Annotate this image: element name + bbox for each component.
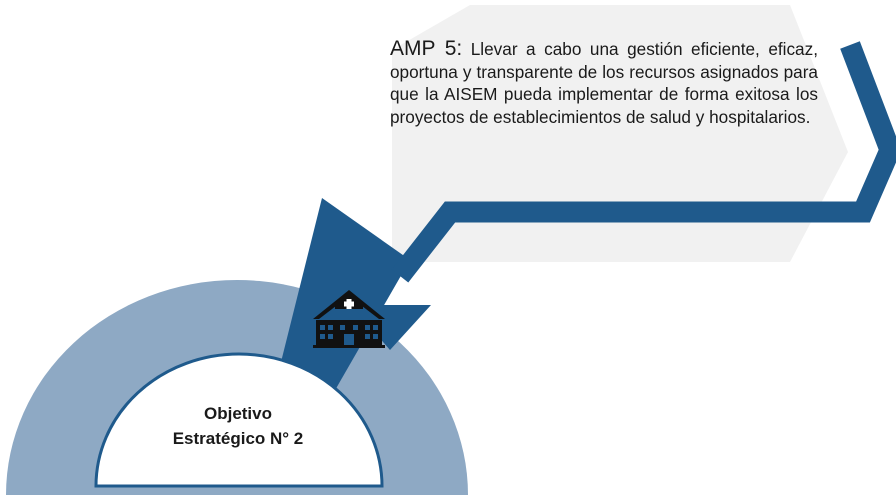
connector-arrowhead bbox=[351, 305, 431, 350]
objective-label: Objetivo Estratégico N° 2 bbox=[150, 401, 326, 451]
amp-label: AMP 5 bbox=[390, 37, 457, 60]
amp-colon: : bbox=[456, 37, 463, 60]
amp-description: AMP 5: Llevar a cabo una gestión eficien… bbox=[390, 37, 818, 128]
text-panel-background bbox=[392, 5, 848, 262]
amp-text: Llevar a cabo una gestión eficiente, efi… bbox=[390, 39, 818, 127]
inner-semicircle bbox=[94, 352, 384, 488]
objective-line-2: Estratégico N° 2 bbox=[172, 429, 304, 448]
hospital-icon bbox=[313, 290, 385, 348]
connector-line bbox=[391, 41, 896, 283]
objective-line-1: Objetivo bbox=[203, 404, 272, 423]
